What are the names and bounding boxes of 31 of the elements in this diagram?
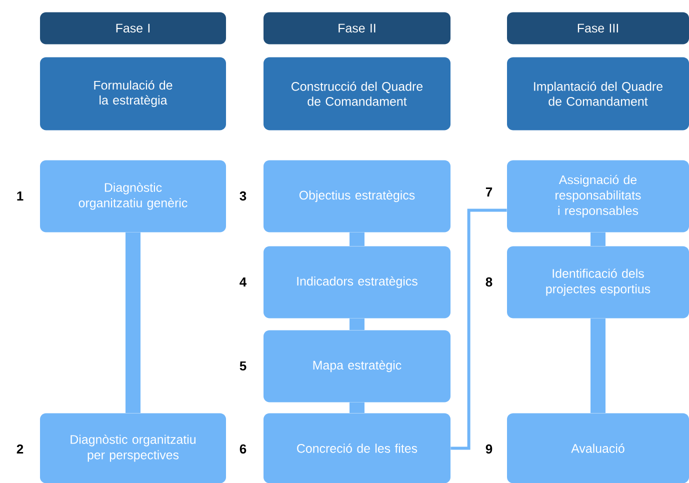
step-box: Identificació dels projectes esportius	[507, 246, 689, 318]
step-box: Diagnòstic organitzatiu per perspectives	[40, 413, 226, 483]
connector	[126, 232, 140, 413]
step-box: Avaluació	[507, 413, 689, 483]
step-box: Mapa estratègic	[264, 330, 450, 402]
step-number: 9	[486, 444, 492, 454]
phase-box: Construcció del Quadre de Comandament	[264, 57, 450, 130]
step-number: 7	[486, 188, 492, 196]
step-number: 4	[240, 278, 247, 286]
step-number: 1	[17, 192, 24, 200]
connector	[350, 232, 364, 246]
phase-box: Implantació del Quadre de Comandament	[507, 57, 689, 130]
step-number: 8	[486, 277, 492, 287]
step-box: Concreció de les fites	[264, 413, 450, 483]
step-number: 3	[240, 191, 246, 201]
step-box: Objectius estratègics	[264, 160, 450, 232]
connector	[590, 318, 606, 413]
phase-header: Fase II	[264, 12, 450, 44]
phase-box: Formulació de la estratègia	[40, 57, 226, 130]
connector	[450, 208, 507, 450]
step-number: 2	[16, 444, 24, 454]
connector	[590, 232, 606, 246]
step-box: Indicadors estratègics	[264, 246, 450, 318]
step-number: 5	[240, 361, 246, 370]
step-box: Assignació de responsabilitats i responsables	[507, 160, 689, 232]
phase-header: Fase I	[40, 12, 226, 44]
step-box: Diagnòstic organitzatiu genèric	[40, 160, 226, 232]
step-number: 6	[240, 444, 246, 454]
connector	[350, 402, 364, 413]
phase-header: Fase III	[507, 12, 689, 44]
connector	[350, 318, 364, 330]
